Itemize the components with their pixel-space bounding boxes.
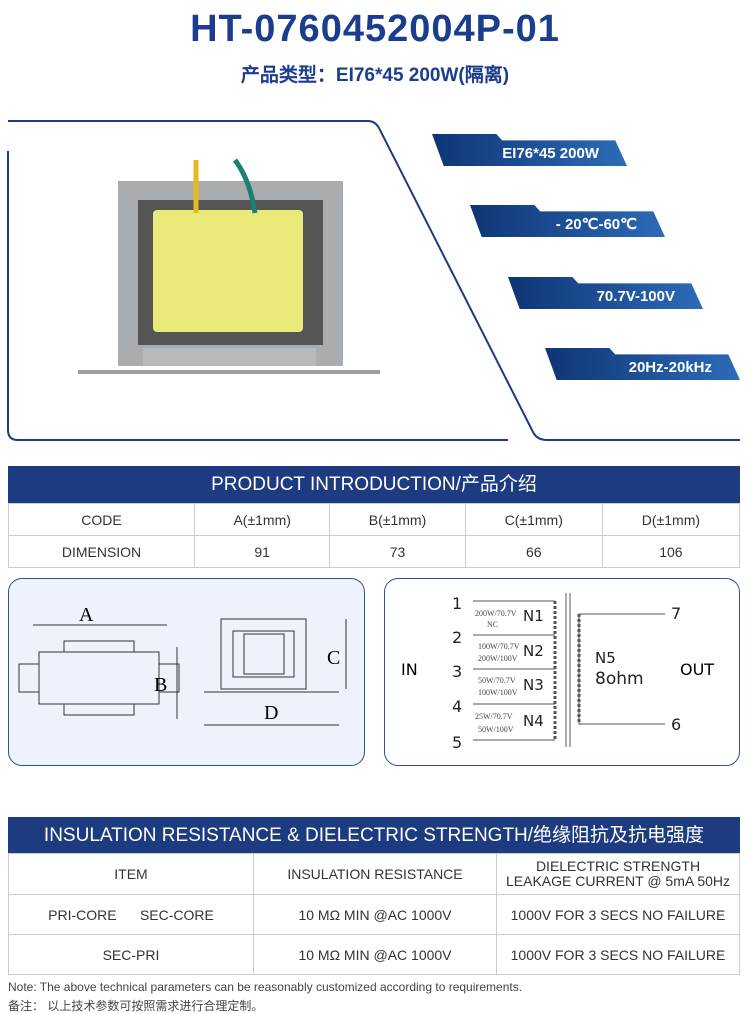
dimension-drawing: A B C D xyxy=(8,578,365,766)
in-label: IN xyxy=(401,660,418,679)
cell: B(±1mm) xyxy=(329,503,466,536)
cell: DIMENSION xyxy=(8,535,195,568)
winding-rating: 200W/70.7V xyxy=(475,609,517,618)
cell: CODE xyxy=(8,503,195,536)
winding-rating: 25W/70.7V xyxy=(475,712,513,721)
cell: 73 xyxy=(329,535,466,568)
dim-a-label: A xyxy=(79,604,94,626)
cell: 91 xyxy=(193,535,331,568)
winding-n4: N4 xyxy=(523,712,544,730)
note-en: Note: The above technical parameters can… xyxy=(8,980,523,994)
cell: 66 xyxy=(464,535,603,568)
note-cn: 备注： 以上技术参数可按照需求进行合理定制。 xyxy=(8,999,264,1013)
cell: ITEM xyxy=(8,853,254,895)
feature-frame xyxy=(7,120,740,441)
cell-line: LEAKAGE CURRENT @ 5mA 50Hz xyxy=(505,873,731,889)
cell: PRI-CORE SEC-CORE xyxy=(8,894,254,935)
winding-rating: 100W/70.7V xyxy=(478,642,520,651)
cell: 1000V FOR 3 SECS NO FAILURE xyxy=(496,894,740,935)
pin-3: 3 xyxy=(452,662,462,681)
product-type: 产品类型：EI76*45 200W(隔离) xyxy=(240,65,510,86)
pin-1: 1 xyxy=(452,594,462,613)
winding-rating: 200W/100V xyxy=(478,654,518,663)
secondary-impedance: 8ohm xyxy=(595,669,644,689)
out-label: OUT xyxy=(680,660,714,679)
pin-6: 6 xyxy=(671,715,681,734)
pin-4: 4 xyxy=(452,697,462,716)
cell: INSULATION RESISTANCE xyxy=(253,853,497,895)
cell: 1000V FOR 3 SECS NO FAILURE xyxy=(496,934,740,975)
cell: A(±1mm) xyxy=(193,503,331,536)
winding-rating: 100W/100V xyxy=(478,688,518,697)
winding-n2: N2 xyxy=(523,642,544,660)
cell: SEC-PRI xyxy=(8,934,254,975)
pin-5: 5 xyxy=(452,733,462,752)
dim-d-label: D xyxy=(264,702,278,724)
cell: 10 MΩ MIN @AC 1000V xyxy=(253,894,497,935)
cell: 106 xyxy=(601,535,741,568)
table-row: ITEM INSULATION RESISTANCE DIELECTRIC ST… xyxy=(8,853,740,895)
intro-header: PRODUCT INTRODUCTION/产品介绍 xyxy=(8,466,740,503)
pin-7: 7 xyxy=(671,604,681,623)
product-title: HT-0760452004P-01 xyxy=(190,8,560,50)
winding-n1: N1 xyxy=(523,607,544,625)
wiring-schematic: IN OUT 1 2 3 4 5 7 6 N1 N2 N3 N4 N5 8ohm… xyxy=(384,578,740,766)
insulation-table: ITEM INSULATION RESISTANCE DIELECTRIC ST… xyxy=(8,853,740,975)
cell: 10 MΩ MIN @AC 1000V xyxy=(253,934,497,975)
winding-rating: 50W/100V xyxy=(478,725,514,734)
dim-b-label: B xyxy=(154,674,167,696)
secondary-n5: N5 xyxy=(595,649,616,667)
cell-line: DIELECTRIC STRENGTH xyxy=(535,858,701,874)
transformer-photo xyxy=(78,158,380,374)
insulation-header: INSULATION RESISTANCE & DIELECTRIC STREN… xyxy=(8,817,740,854)
pin-2: 2 xyxy=(452,628,462,647)
cell: D(±1mm) xyxy=(601,503,741,536)
cell: C(±1mm) xyxy=(464,503,603,536)
winding-rating: NC xyxy=(487,620,498,629)
dim-c-label: C xyxy=(327,647,340,669)
winding-rating: 50W/70.7V xyxy=(478,676,516,685)
winding-n3: N3 xyxy=(523,676,544,694)
